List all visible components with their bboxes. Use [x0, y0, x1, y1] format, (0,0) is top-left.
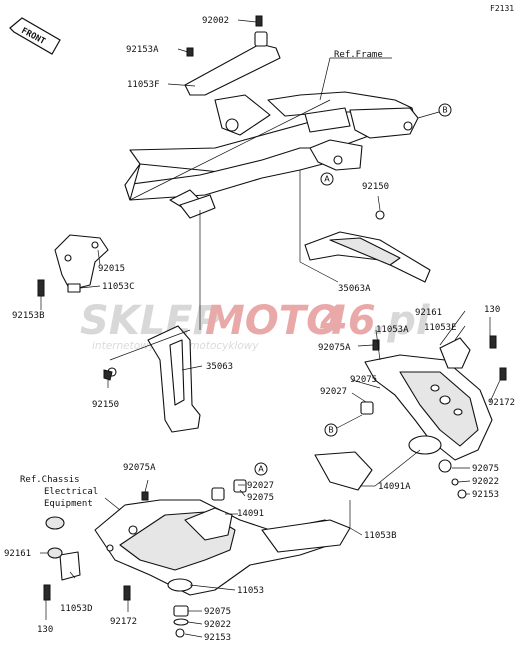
label-92172-right: 92172 [488, 398, 515, 408]
label-92150-bottom: 92150 [92, 400, 119, 410]
label-92161-bottom: 92161 [4, 549, 31, 559]
reference-circle-a-bottom: A [254, 462, 268, 476]
reference-circle-a-top: A [320, 172, 334, 186]
leader-lines [40, 19, 501, 638]
label-11053b: 11053B [364, 531, 397, 541]
label-130-top: 130 [484, 305, 500, 315]
bracket-35063a [304, 210, 431, 283]
reference-circle-b-top: B [417, 103, 452, 119]
label-11053f: 11053F [127, 80, 160, 90]
label-92022-right: 92022 [472, 477, 499, 487]
label-11053c: 11053C [102, 282, 135, 292]
label-11053e: 11053E [424, 323, 457, 333]
label-14091a: 14091A [378, 482, 411, 492]
label-11053a: 11053A [376, 325, 409, 335]
svg-text:A: A [324, 175, 330, 184]
label-14091: 14091 [237, 509, 264, 519]
watermark-logo: SKLEP MOTO 46 .pl internetowy sklep moto… [80, 298, 431, 352]
label-92075-lower: 92075 [204, 607, 231, 617]
label-11053d: 11053D [60, 604, 93, 614]
front-arrow-icon: FRONT [9, 17, 61, 55]
label-92153-lower: 92153 [204, 633, 231, 643]
svg-text:A: A [258, 465, 264, 474]
rear-frame-assembly [124, 31, 419, 219]
heat-guard-11053 [45, 479, 351, 638]
label-92153-right: 92153 [472, 490, 499, 500]
bracket-35063 [107, 325, 201, 433]
svg-text:B: B [328, 426, 334, 435]
label-11053: 11053 [237, 586, 264, 596]
label-ref-chassis-2: Electrical [44, 487, 98, 497]
label-92022-lower: 92022 [204, 620, 231, 630]
label-92150-top: 92150 [362, 182, 389, 192]
label-92075a-bottom: 92075A [123, 463, 156, 473]
label-ref-chassis-1: Ref.Chassis [20, 475, 80, 485]
label-92027-mid: 92027 [320, 387, 347, 397]
watermark-brand-suffix: .pl [372, 298, 431, 344]
bracket-11053c [54, 234, 109, 293]
label-92075-bottom: 92075 [247, 493, 274, 503]
heat-guard-14091a [314, 337, 493, 499]
reference-circle-b-mid: B [324, 414, 363, 437]
label-130-bottom: 130 [37, 625, 53, 635]
watermark-brand-left: SKLEP [80, 298, 222, 344]
label-92075-mid: 92075 [350, 375, 377, 385]
label-92153b: 92153B [12, 311, 45, 321]
label-35063a: 35063A [338, 284, 371, 294]
svg-text:B: B [442, 106, 448, 115]
label-92075a-top: 92075A [318, 343, 351, 353]
diagram-code: F2131 [490, 4, 514, 13]
watermark-brand-num: 46 [319, 298, 376, 344]
label-92027-bottom: 92027 [247, 481, 274, 491]
label-92002: 92002 [202, 16, 229, 26]
label-92075-right: 92075 [472, 464, 499, 474]
label-92172-bottom: 92172 [110, 617, 137, 627]
label-92161-top: 92161 [415, 308, 442, 318]
label-92015: 92015 [98, 264, 125, 274]
label-ref-frame: Ref.Frame [334, 50, 383, 60]
watermark-brand-mid: MOTO [205, 298, 340, 344]
label-ref-chassis-3: Equipment [44, 499, 93, 509]
label-92153a: 92153A [126, 45, 159, 55]
label-35063: 35063 [206, 362, 233, 372]
